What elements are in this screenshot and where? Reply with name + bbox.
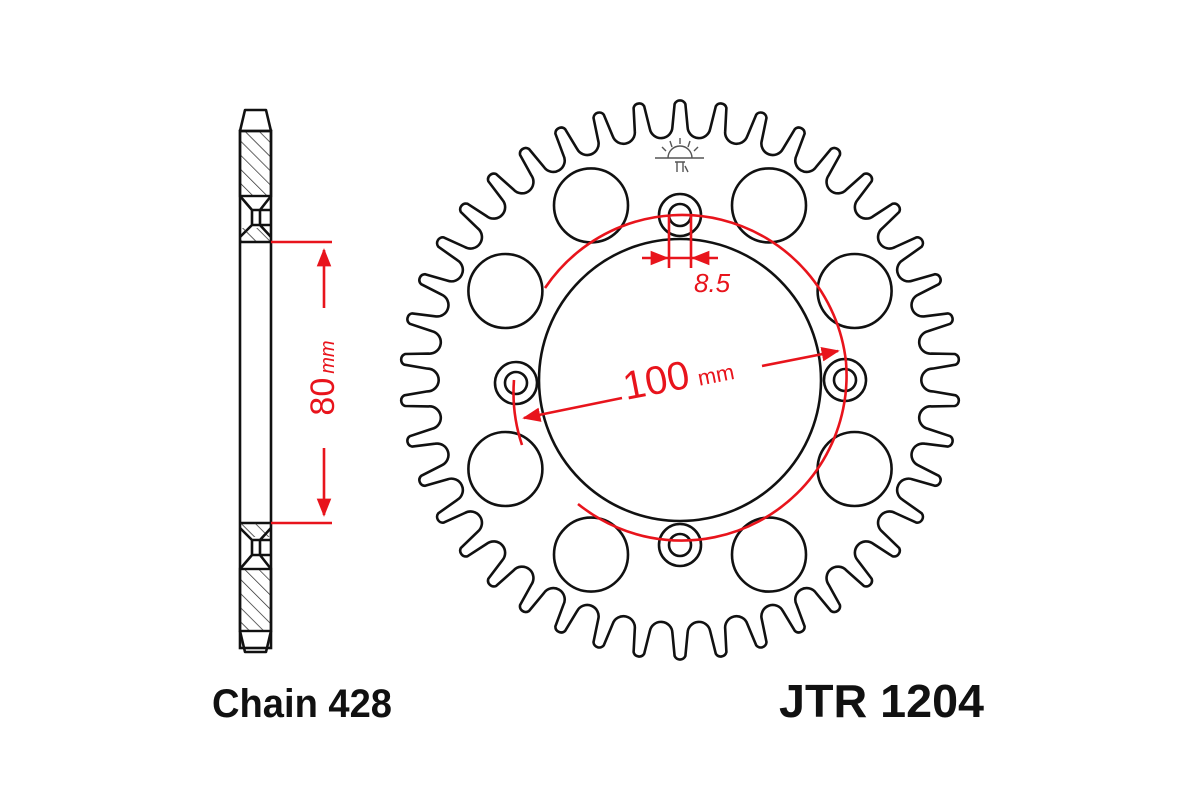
profile-top-tip	[238, 108, 273, 132]
lightening-hole	[730, 167, 808, 244]
profile-upper-hatch	[238, 129, 273, 198]
lightening-hole	[552, 516, 630, 593]
bolt-hole-bottom	[657, 522, 703, 568]
chain-size-label: Chain 428	[212, 682, 392, 726]
part-number-label: JTR 1204	[779, 675, 984, 727]
lightening-hole	[816, 252, 893, 330]
jt-logo-icon	[655, 138, 704, 173]
profile-upper-hatch-small	[240, 228, 271, 242]
lightening-hole	[730, 516, 808, 593]
lightening-hole	[467, 430, 544, 508]
lightening-holes	[467, 167, 893, 593]
bolt-circle-arc	[512, 213, 848, 542]
sprocket-teeth-outline	[399, 99, 961, 661]
center-bore	[537, 237, 823, 523]
profile-lower-hatch	[238, 567, 273, 633]
bolt-hole-dimension: 8.5	[642, 215, 731, 298]
lightening-hole	[467, 252, 544, 330]
lightening-hole	[816, 430, 893, 508]
profile-web	[238, 129, 273, 650]
bolt-hole-dimension-label: 8.5	[694, 268, 731, 298]
offset-dimension-label: 80mm	[304, 340, 342, 415]
offset-dimension: 80mm	[271, 240, 342, 525]
profile-lower-chamfer	[239, 527, 273, 570]
profile-upper-chamfer	[239, 195, 273, 238]
profile-bottom-tip	[238, 630, 273, 654]
lightening-hole	[552, 167, 630, 244]
bolt-hole-left	[493, 360, 539, 406]
profile-lower-hatch-small	[240, 523, 271, 537]
side-profile-view: 80mm	[238, 108, 342, 654]
